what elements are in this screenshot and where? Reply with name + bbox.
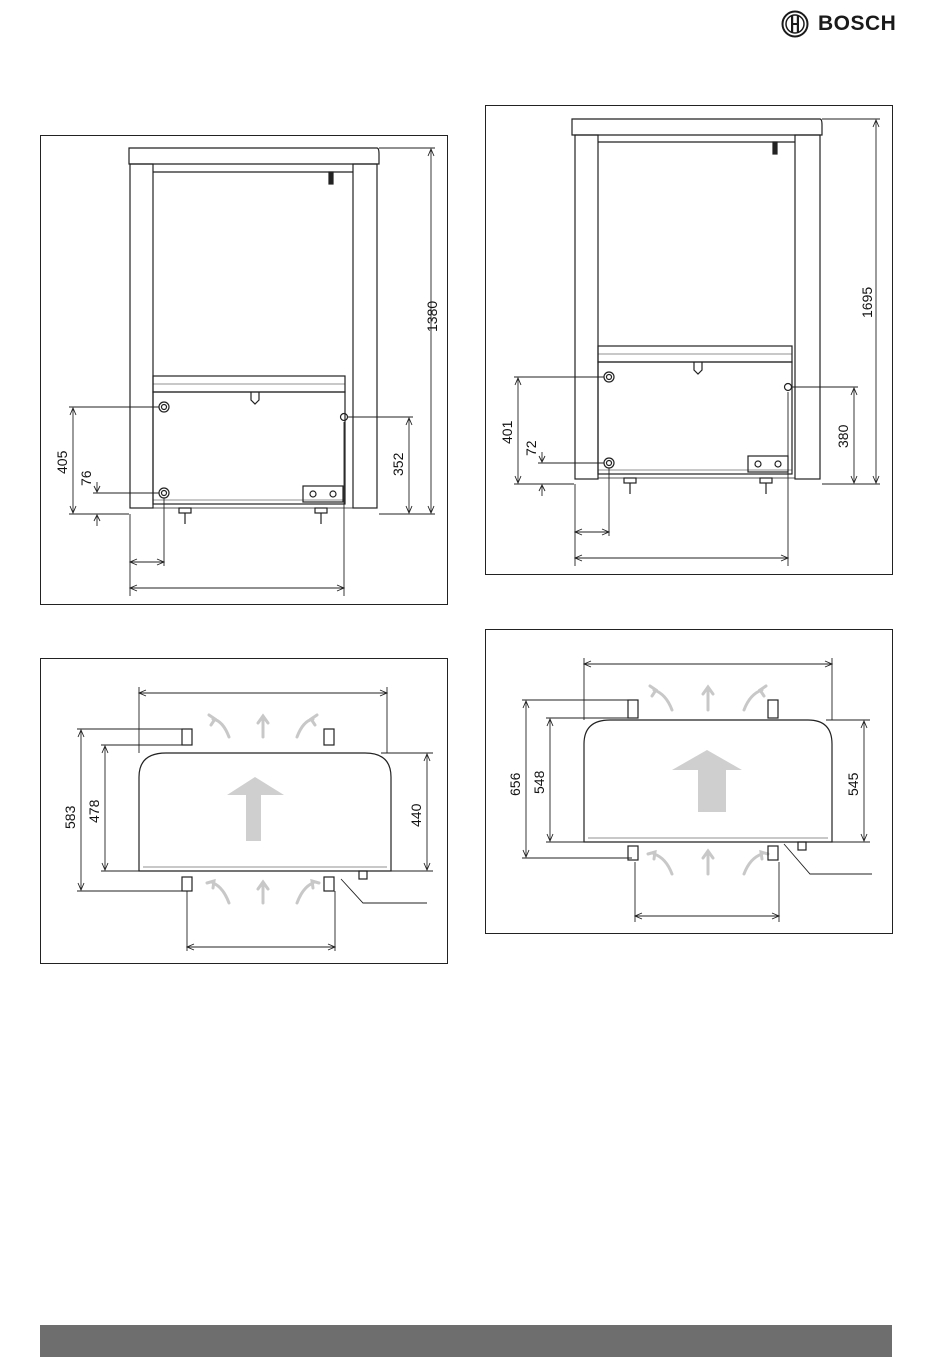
dim-right-connection: 352 [390, 452, 406, 476]
dim-total-height: 1695 [859, 287, 875, 318]
figure-top-large: 656 548 545 [485, 629, 893, 934]
dim-right-depth: 440 [408, 803, 424, 827]
dim-inner-depth: 478 [86, 799, 102, 823]
dim-outer-depth: 656 [507, 772, 523, 796]
dim-upper-connection: 405 [54, 450, 70, 474]
dim-lower-connection: 72 [523, 440, 539, 456]
front-small-drawing: 1380 352 405 76 [41, 136, 447, 604]
top-large-drawing: 656 548 545 [486, 630, 892, 933]
dim-lower-connection: 76 [78, 470, 94, 486]
front-large-drawing: 1695 380 401 72 [486, 106, 892, 574]
airflow-arrows [207, 715, 319, 903]
dim-total-height: 1380 [424, 301, 440, 332]
figure-front-small: 1380 352 405 76 [40, 135, 448, 605]
bosch-logo: BOSCH [780, 8, 910, 40]
footer-bar [40, 1325, 892, 1357]
dim-right-connection: 380 [835, 424, 851, 448]
dim-upper-connection: 401 [499, 420, 515, 444]
bosch-armature-icon [780, 8, 814, 40]
dim-outer-depth: 583 [62, 805, 78, 829]
top-small-drawing: 583 478 440 [41, 659, 447, 963]
dim-right-depth: 545 [845, 772, 861, 796]
figure-front-large: 1695 380 401 72 [485, 105, 893, 575]
figure-top-small: 583 478 440 [40, 658, 448, 964]
brand-name: BOSCH [818, 12, 896, 36]
dim-inner-depth: 548 [531, 770, 547, 794]
